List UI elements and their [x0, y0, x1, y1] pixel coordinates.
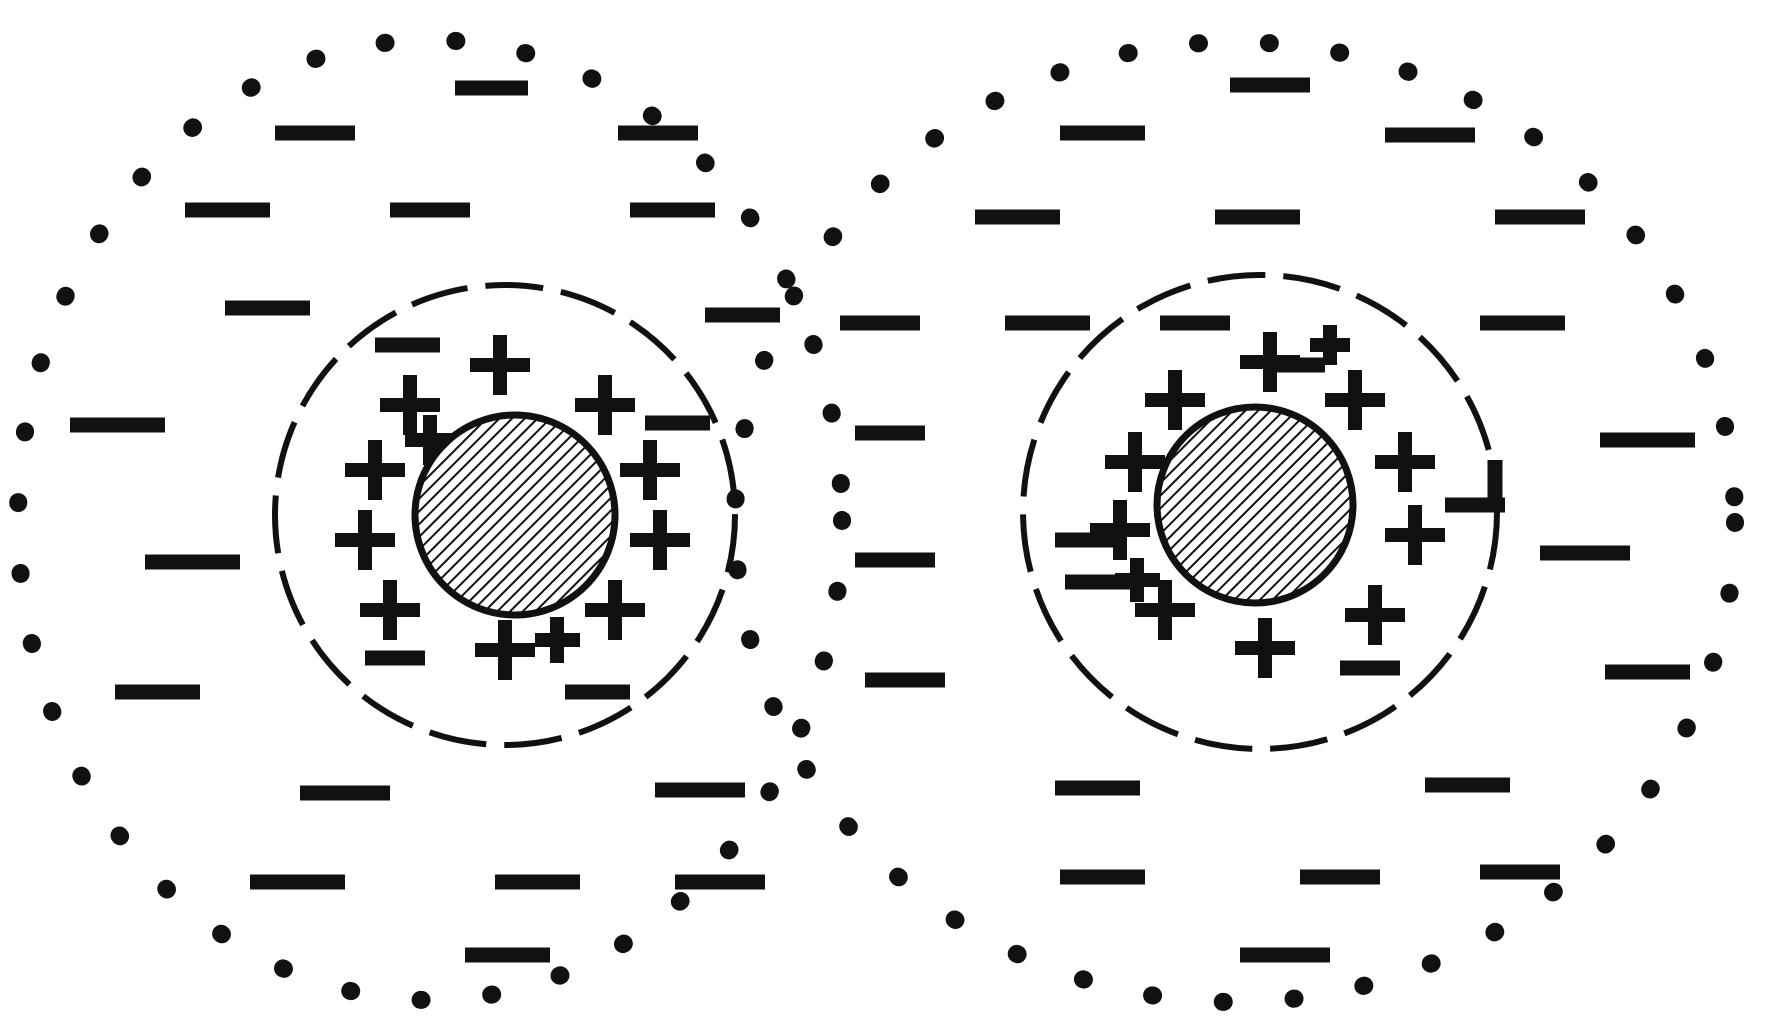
positive-charge: [1115, 558, 1160, 602]
positive-charge: [535, 617, 580, 663]
positive-charge: [1240, 332, 1300, 392]
left-particle-core: [415, 415, 615, 615]
positive-charge: [1090, 500, 1150, 560]
positive-charge: [630, 510, 690, 570]
positive-charge: [335, 510, 395, 570]
positive-charge: [1145, 370, 1205, 430]
positive-charge: [1235, 618, 1295, 678]
positive-charge: [1375, 432, 1435, 492]
positive-charge: [585, 580, 645, 640]
right-particle-core: [1157, 407, 1353, 603]
positive-charge: [1345, 585, 1405, 645]
positive-charge: [475, 620, 535, 680]
left-particle: [18, 40, 945, 1000]
positive-charge: [470, 335, 530, 395]
positive-charge: [345, 440, 405, 500]
positive-charge: [360, 580, 420, 640]
right-particle: [735, 42, 1735, 1002]
positive-charge: [620, 440, 680, 500]
positive-charge: [1385, 505, 1445, 565]
positive-charge: [1325, 370, 1385, 430]
positive-charge: [575, 375, 635, 435]
